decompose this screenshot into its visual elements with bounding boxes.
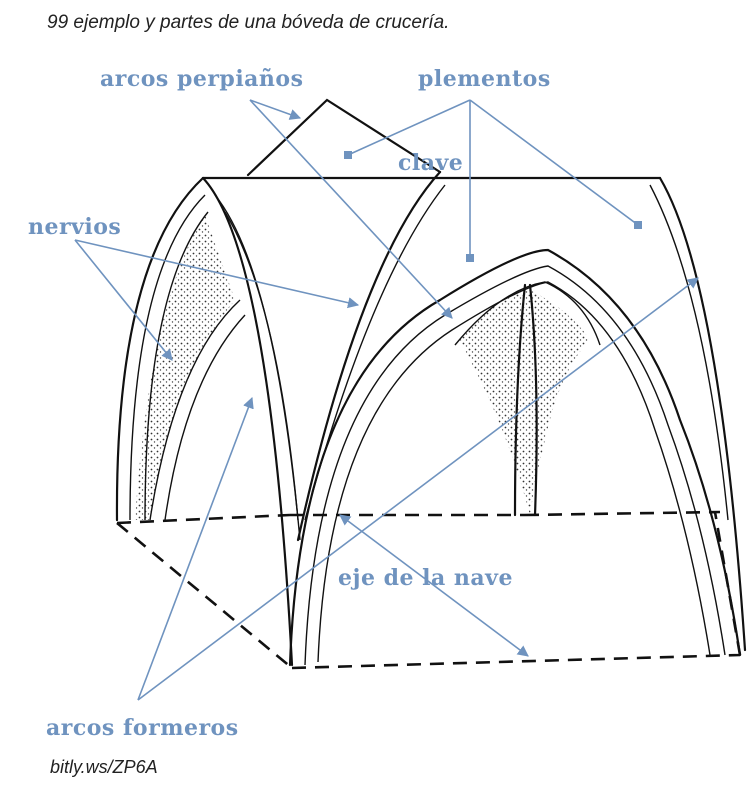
label-plementos: plementos [418, 66, 551, 92]
label-eje-nave: eje de la nave [338, 565, 513, 591]
label-arcos-perpianos: arcos perpiaños [100, 66, 303, 92]
arrow-plementos-left [348, 100, 470, 155]
label-arcos-formeros: arcos formeros [46, 715, 239, 741]
arrow-plementos-right [470, 100, 638, 225]
right-outer-arch-inner [650, 185, 728, 520]
source-link-text: bitly.ws/ZP6A [50, 757, 158, 778]
label-nervios: nervios [28, 214, 121, 240]
label-clave: clave [398, 150, 463, 176]
left-formero-arch-inner-2 [225, 212, 298, 520]
right-arch-stipple [460, 290, 590, 515]
arrow-formeros-right [138, 278, 698, 700]
arrow-perpianos-to-front [250, 100, 452, 318]
left-formero-arch-inner [215, 195, 300, 540]
arrow-nervios-left [75, 240, 172, 360]
right-outer-arch [660, 178, 745, 650]
